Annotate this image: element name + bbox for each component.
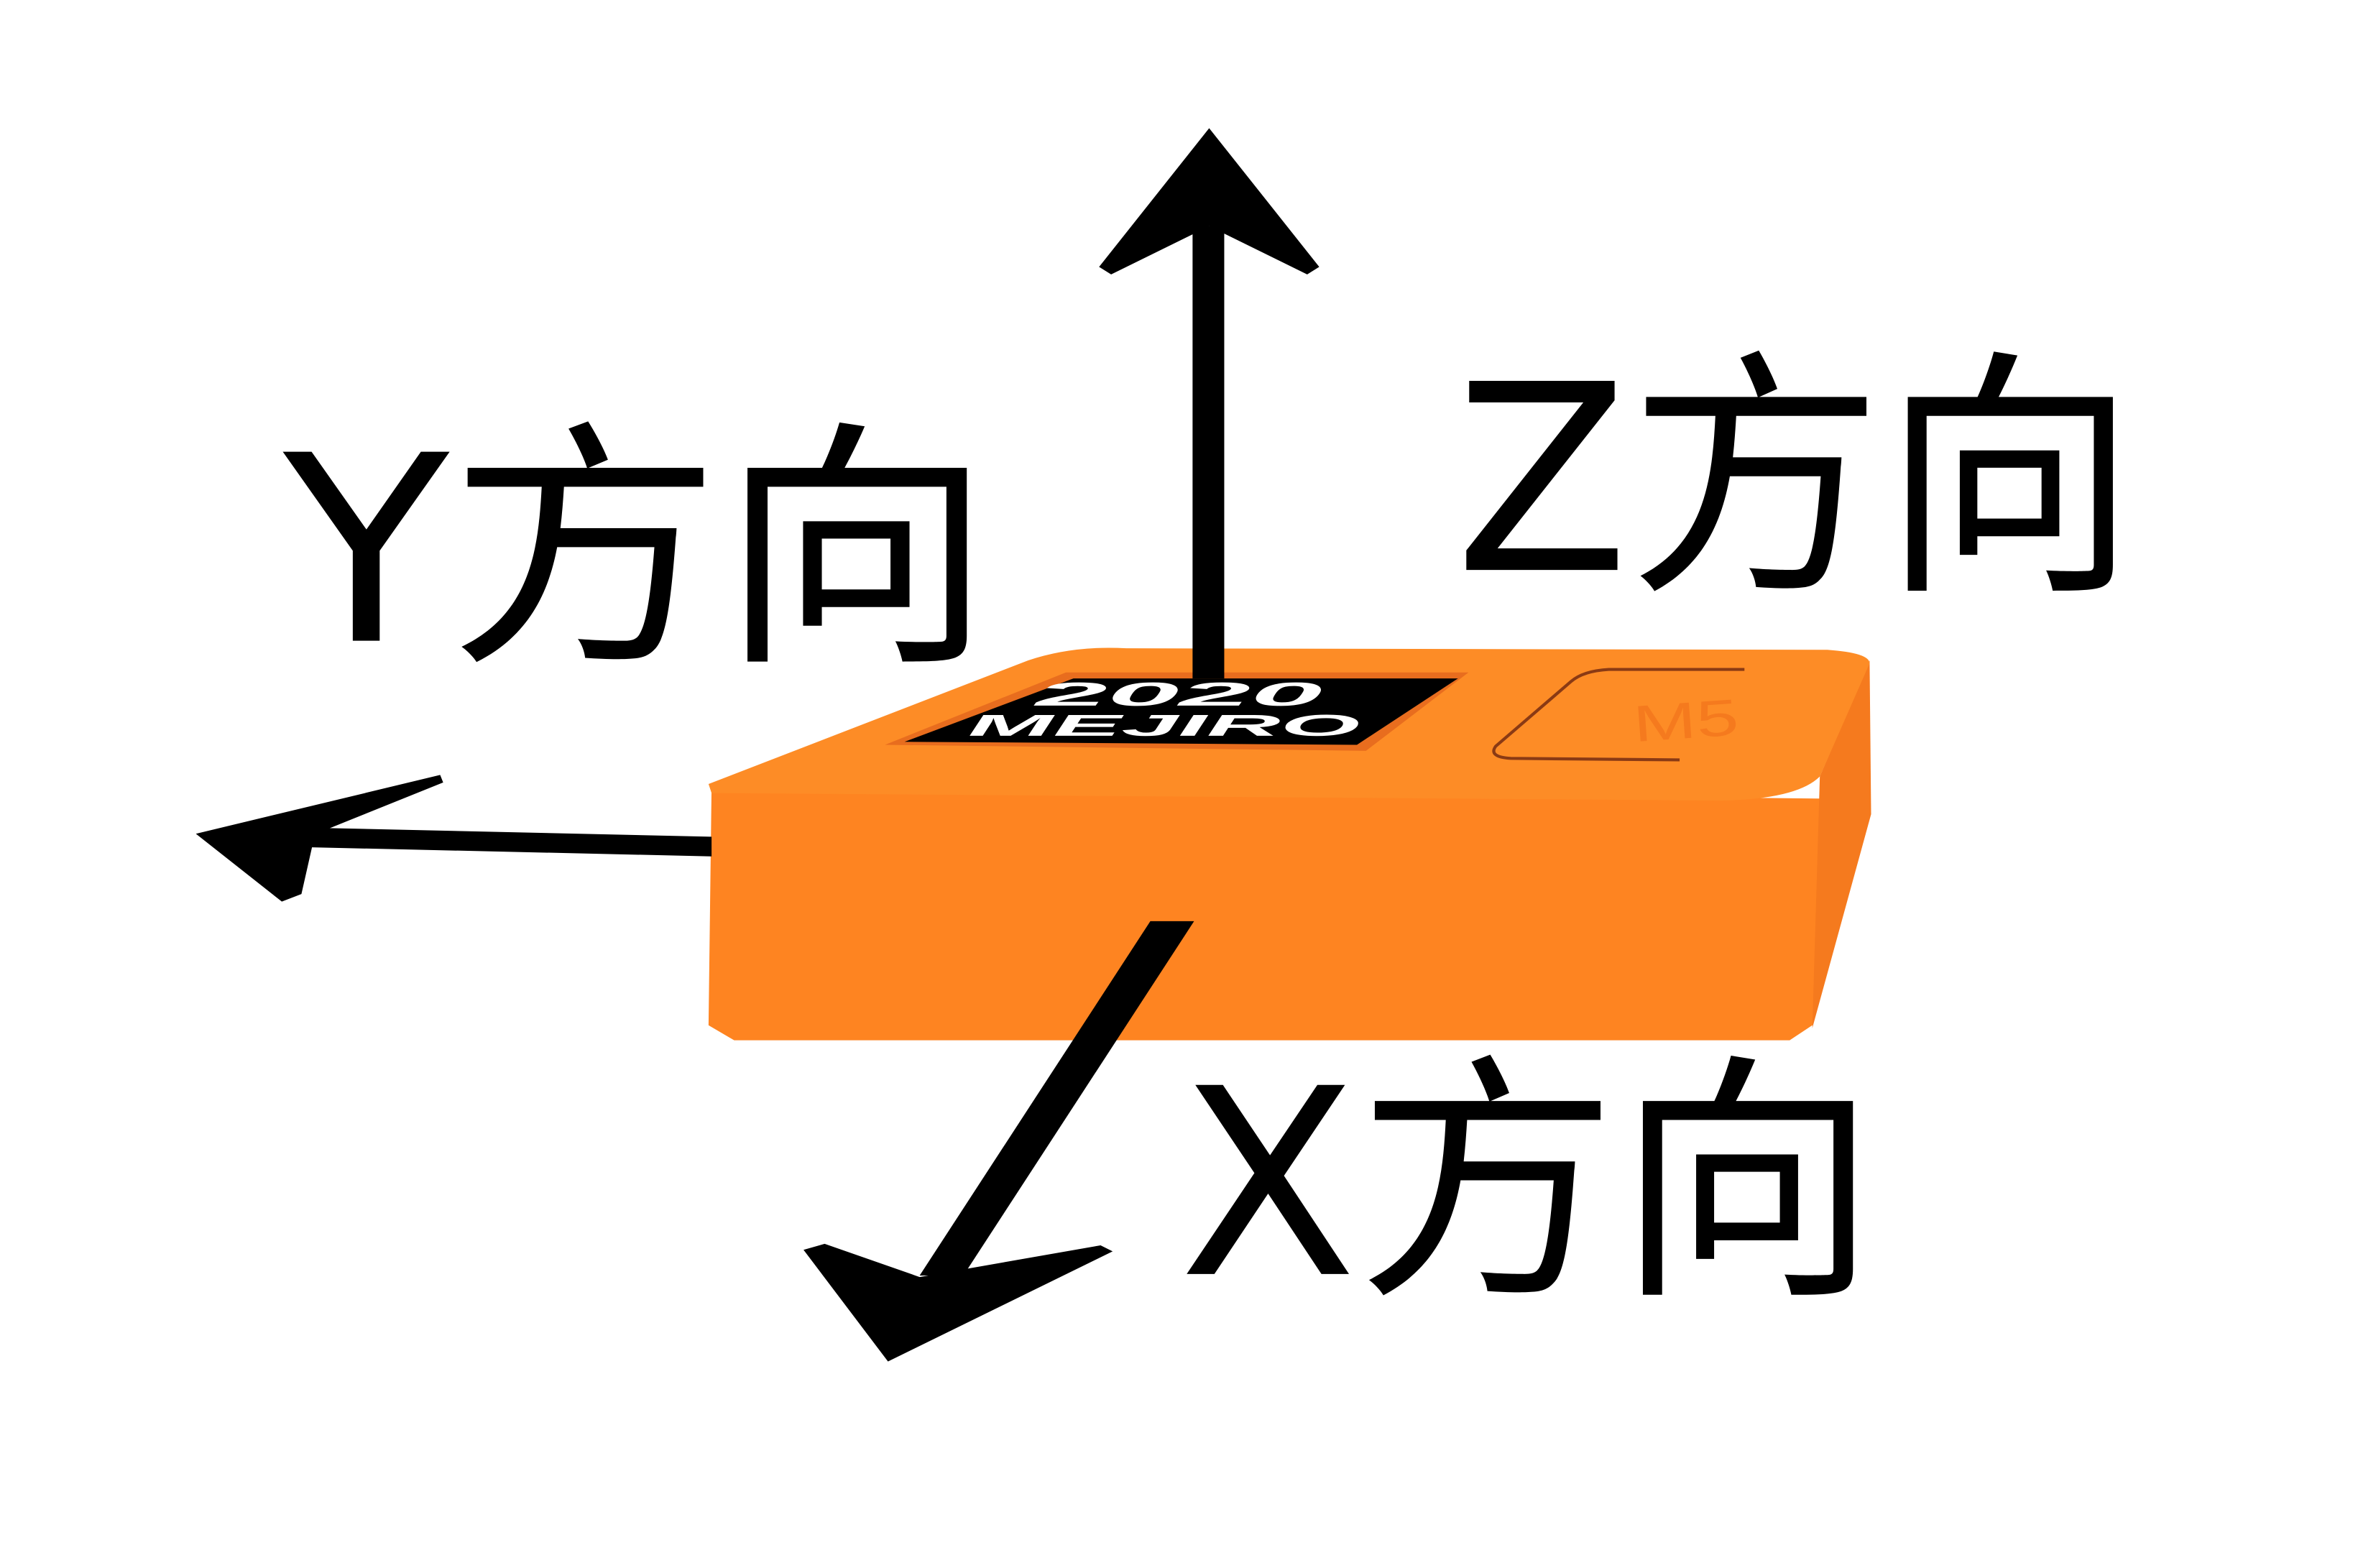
y-axis-arrow [195, 775, 712, 902]
z-axis-label: Z方向 [1455, 330, 2136, 632]
x-axis-arrow [803, 921, 1194, 1362]
x-arrow-head [803, 1243, 1113, 1362]
y-axis-label: Y方向 [279, 401, 992, 703]
logo-frame [1492, 668, 1745, 762]
device-front-face [708, 787, 1870, 1041]
x-arrow-shaft [919, 921, 1194, 1276]
plate [904, 678, 1458, 745]
m5-logo: M5 [1631, 688, 1741, 753]
z-arrow-shaft [1192, 226, 1225, 679]
plate-year: 2020 [1033, 675, 1323, 713]
z-arrow-head [1099, 128, 1320, 275]
z-axis-arrow [1099, 128, 1320, 679]
plate-name: MEJIRO [968, 709, 1360, 742]
y-arrow-shaft [312, 827, 712, 857]
x-axis-label: X方向 [1179, 1034, 1876, 1336]
device-side-face [1812, 660, 1871, 1028]
y-arrow-head [195, 775, 443, 902]
m5-device: 2020 MEJIRO M5 [708, 647, 1871, 1041]
